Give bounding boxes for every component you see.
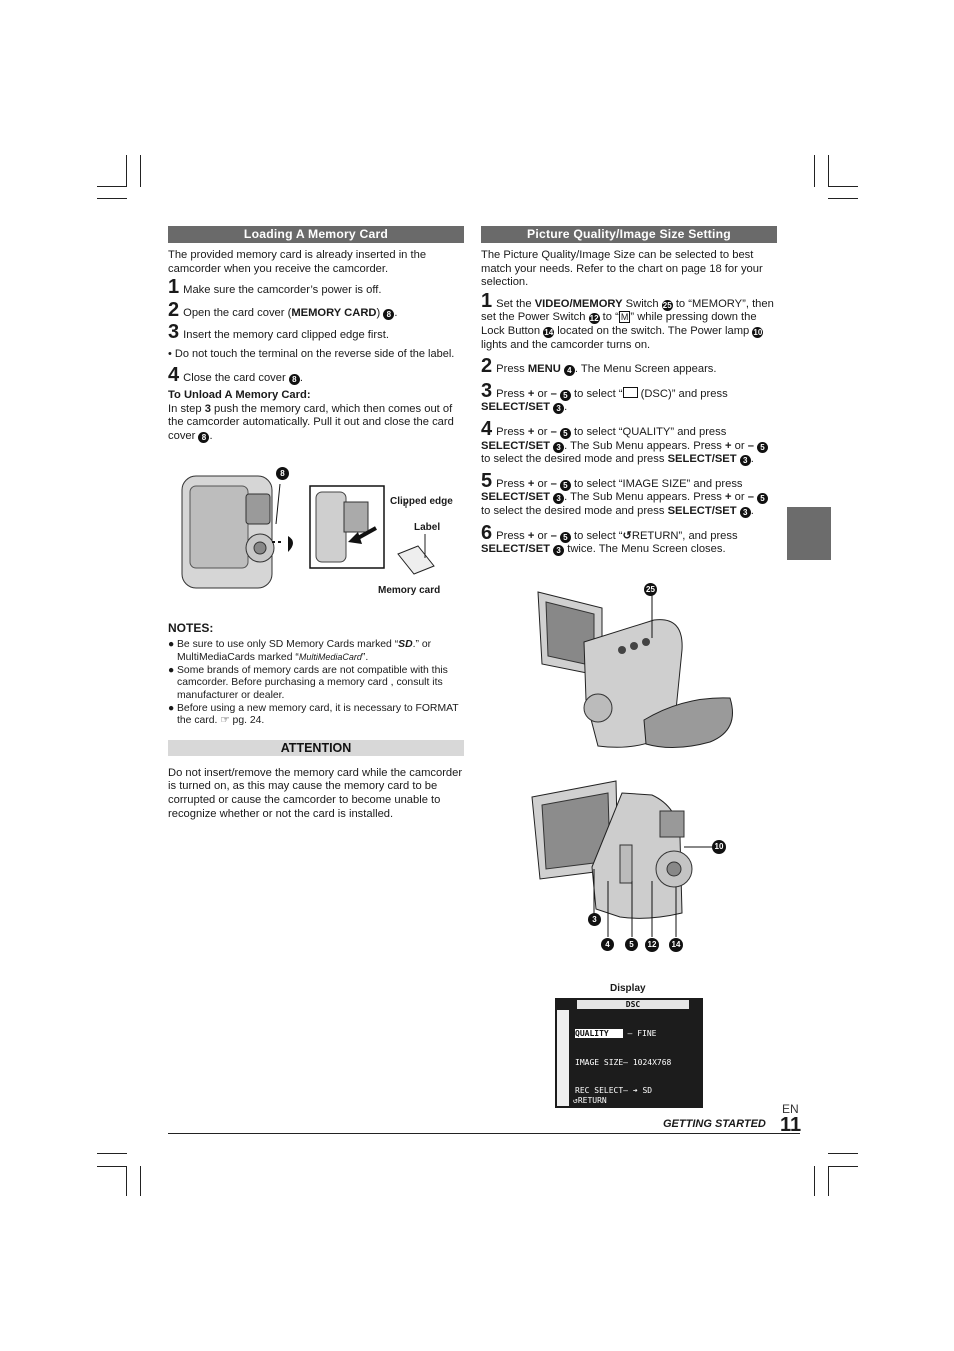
- camcorder-card-illustration: [181, 475, 435, 589]
- step-number: 1: [168, 276, 180, 299]
- callout-12: 12: [645, 938, 659, 952]
- right-column: Picture Quality/Image Size Setting The P…: [481, 226, 777, 557]
- step-number: 3: [168, 321, 180, 344]
- quality-section-title: Picture Quality/Image Size Setting: [481, 226, 777, 243]
- crop-mark: [97, 186, 127, 187]
- memory-mode-icon: M: [618, 311, 631, 324]
- load-step-3: 3 Insert the memory card clipped edge fi…: [168, 321, 464, 344]
- camcorder-top-figure: 25: [534, 580, 744, 756]
- callout-8: 8: [276, 467, 289, 480]
- crop-mark: [97, 198, 127, 199]
- crop-mark: [828, 1153, 858, 1154]
- ref-number: 8: [288, 373, 300, 385]
- loading-section-title: Loading A Memory Card: [168, 226, 464, 243]
- display-label: Display: [610, 983, 646, 994]
- sd-logo: SD: [398, 638, 413, 650]
- section-name: GETTING STARTED: [663, 1118, 766, 1130]
- camcorder-bottom-figure: 10 3 4 5 12 14: [528, 777, 732, 957]
- crop-mark: [140, 1166, 141, 1196]
- callout-4: 4: [601, 938, 614, 951]
- load-step-4: 4 Close the card cover 8.: [168, 363, 464, 386]
- display-row: IMAGE SIZE– 1024X768: [575, 1057, 672, 1067]
- crop-mark: [828, 198, 858, 199]
- display-row: REC SELECT– ➔ SD: [575, 1086, 653, 1095]
- step-text: Open the card cover (MEMORY CARD) 8.: [183, 306, 398, 320]
- section-tab: [787, 507, 831, 560]
- callout-14: 14: [669, 938, 683, 952]
- loading-intro: The provided memory card is already inse…: [168, 249, 427, 275]
- crop-mark: [828, 186, 858, 187]
- language-label: EN: [782, 1102, 799, 1116]
- crop-mark: [814, 1166, 815, 1196]
- crop-mark: [126, 1166, 127, 1196]
- step-number: 2: [168, 298, 180, 321]
- crop-mark: [97, 1166, 127, 1167]
- crop-mark: [140, 155, 141, 187]
- note-item: ● Before using a new memory card, it is …: [168, 702, 459, 727]
- crop-mark: [828, 1166, 858, 1167]
- crop-mark: [97, 1153, 127, 1154]
- footer-rule: [168, 1133, 800, 1134]
- notes-title: NOTES:: [168, 621, 214, 635]
- callout-3: 3: [588, 913, 601, 926]
- note-item: ● Be sure to use only SD Memory Cards ma…: [168, 638, 432, 664]
- attention-text: Do not insert/remove the memory card whi…: [168, 766, 463, 820]
- crop-mark: [828, 155, 829, 187]
- unload-text: In step 3 push the memory card, which th…: [168, 402, 454, 443]
- clipped-edge-label: Clipped edge: [390, 496, 453, 507]
- load-step-2: 2 Open the card cover (MEMORY CARD) 8.: [168, 298, 464, 321]
- crop-mark: [828, 1166, 829, 1196]
- display-row: QUALITY – FINE: [575, 1029, 657, 1038]
- left-column: Loading A Memory Card The provided memor…: [168, 226, 464, 444]
- display-return: ↺RETURN: [573, 1096, 607, 1105]
- ref-number: 8: [383, 308, 395, 320]
- page-number: 11: [780, 1114, 802, 1136]
- callout-5: 5: [625, 938, 638, 951]
- menu-icon-strip: [557, 1010, 569, 1106]
- ref-number: 8: [198, 431, 210, 443]
- callout-25: 25: [644, 583, 657, 596]
- display-rows: QUALITY – FINE IMAGE SIZE– 1024X768 REC …: [575, 1010, 671, 1115]
- step-text: Make sure the camcorder’s power is off.: [183, 284, 382, 297]
- step-number: 4: [168, 363, 180, 386]
- crop-mark: [126, 155, 127, 187]
- step-text: Close the card cover 8.: [183, 371, 303, 385]
- camera-icon: [622, 386, 638, 398]
- load-step-1: 1 Make sure the camcorder’s power is off…: [168, 276, 464, 299]
- label-label: Label: [414, 522, 441, 533]
- display-header: DSC: [577, 1000, 689, 1009]
- terminal-warning: • Do not touch the terminal on the rever…: [168, 347, 455, 360]
- return-arrow-icon: ↺: [622, 529, 632, 542]
- camcorder-controls-illustration: [531, 780, 714, 937]
- attention-title: ATTENTION: [168, 739, 464, 756]
- note-item: ●Some brands of memory cards are not com…: [168, 664, 448, 701]
- notes-section: NOTES: ● Be sure to use only SD Memory C…: [168, 621, 464, 821]
- pointing-hand-icon: ☞: [220, 715, 230, 727]
- unload-title: To Unload A Memory Card:: [168, 389, 311, 402]
- menu-display-screen: DSC QUALITY – FINE IMAGE SIZE– 1024X768 …: [555, 998, 703, 1108]
- camcorder-lcd-open-illustration: [537, 590, 733, 749]
- quality-intro: The Picture Quality/Image Size can be se…: [481, 249, 763, 289]
- memory-card-figure: 8 Clipped edge Label Memory card: [176, 462, 466, 602]
- step-text: Insert the memory card clipped edge firs…: [183, 329, 389, 342]
- memory-card-label: Memory card: [378, 585, 441, 596]
- callout-10: 10: [712, 840, 726, 854]
- crop-mark: [814, 155, 815, 187]
- mmc-logo: MultiMediaCard: [298, 652, 362, 663]
